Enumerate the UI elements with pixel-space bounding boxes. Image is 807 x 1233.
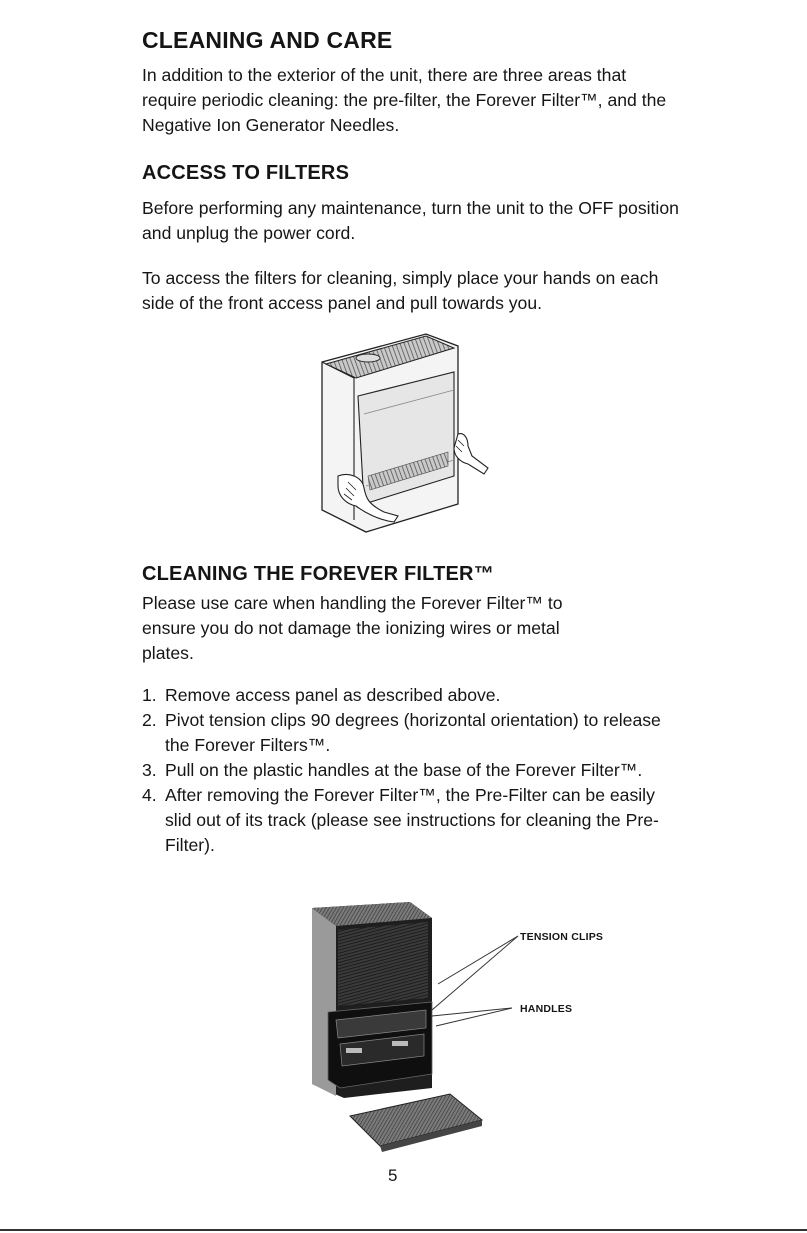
tension-clips-callout-label: TENSION CLIPS (520, 931, 604, 943)
intro-paragraph: In addition to the exterior of the unit,… (142, 65, 667, 135)
list-item: 1.Remove access panel as described above… (142, 685, 501, 705)
heading-cleaning-and-care: CLEANING AND CARE (142, 27, 393, 53)
forever-filter-illustration (312, 902, 519, 1152)
bottom-rule (0, 1229, 807, 1231)
list-item: 3.Pull on the plastic handles at the bas… (142, 760, 643, 780)
list-item: 2.Pivot tension clips 90 degrees (horizo… (142, 710, 661, 755)
handling-care-paragraph: Please use care when handling the Foreve… (142, 593, 563, 663)
list-item: 4.After removing the Forever Filter™, th… (142, 785, 659, 855)
heading-cleaning-forever-filter: CLEANING THE FOREVER FILTER™ (142, 563, 494, 585)
page-number: 5 (388, 1166, 398, 1185)
heading-access-to-filters: ACCESS TO FILTERS (142, 162, 350, 184)
cleaning-steps-list: 1.Remove access panel as described above… (142, 683, 662, 858)
maintenance-warning-paragraph: Before performing any maintenance, turn … (142, 198, 679, 243)
front-panel-illustration (321, 333, 489, 533)
access-instructions-paragraph: To access the filters for cleaning, simp… (142, 268, 659, 313)
handles-callout-label: HANDLES (520, 1003, 573, 1015)
